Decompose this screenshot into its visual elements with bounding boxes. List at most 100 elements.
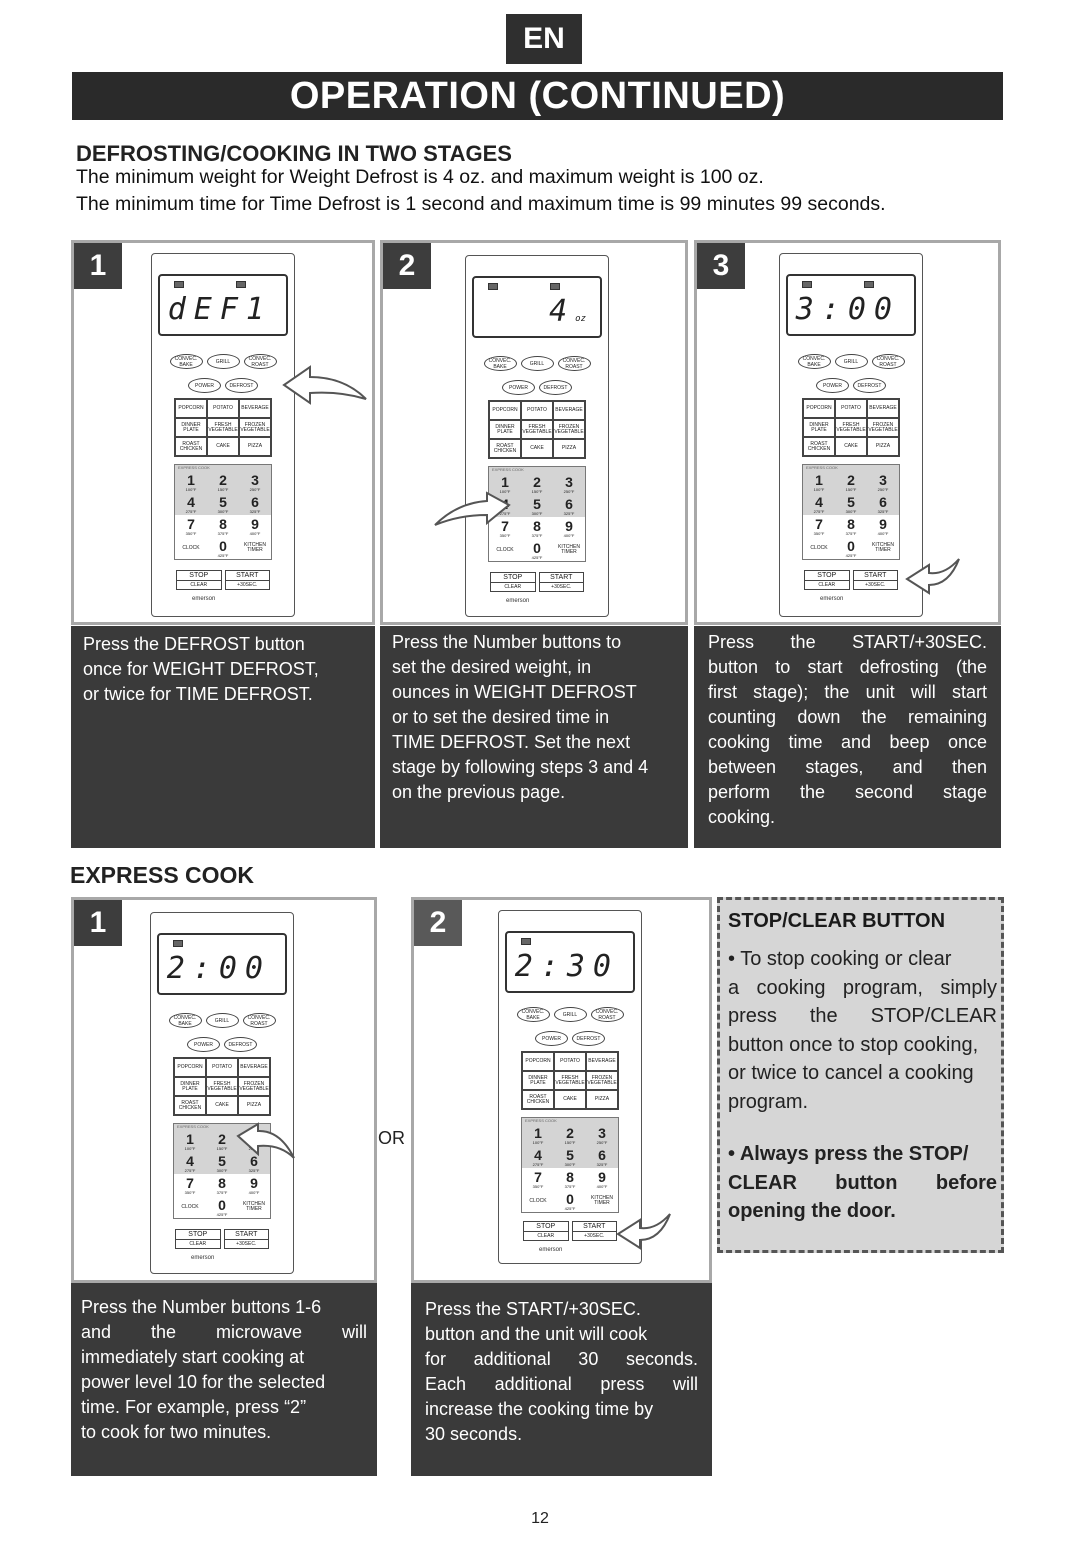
roast-chicken-button[interactable]: ROAST CHICKEN bbox=[489, 439, 521, 458]
roast-chicken-button[interactable]: ROAST CHICKEN bbox=[803, 437, 835, 456]
popcorn-button[interactable]: POPCORN bbox=[803, 399, 835, 418]
beverage-button[interactable]: BEVERAGE bbox=[553, 401, 585, 420]
beverage-button[interactable]: BEVERAGE bbox=[586, 1052, 618, 1071]
cake-button[interactable]: CAKE bbox=[207, 437, 239, 456]
popcorn-button[interactable]: POPCORN bbox=[489, 401, 521, 420]
convec-roast-button[interactable]: CONVEC. ROAST bbox=[590, 1007, 624, 1022]
potato-button[interactable]: POTATO bbox=[207, 399, 239, 418]
potato-button[interactable]: POTATO bbox=[554, 1052, 586, 1071]
pizza-button[interactable]: PIZZA bbox=[238, 1096, 270, 1115]
potato-button[interactable]: POTATO bbox=[835, 399, 867, 418]
beverage-button[interactable]: BEVERAGE bbox=[239, 399, 271, 418]
fresh-vegetable-button[interactable]: FRESH VEGETABLE bbox=[207, 418, 239, 437]
start-button[interactable]: START+30SEC. bbox=[224, 570, 270, 590]
clock-button[interactable]: CLOCK bbox=[175, 537, 207, 559]
pizza-button[interactable]: PIZZA bbox=[867, 437, 899, 456]
convec-bake-button[interactable]: CONVEC. BAKE bbox=[483, 356, 517, 371]
grill-button[interactable]: GRILL bbox=[205, 1013, 239, 1028]
potato-button[interactable]: POTATO bbox=[206, 1058, 238, 1077]
cake-button[interactable]: CAKE bbox=[206, 1096, 238, 1115]
dinner-plate-button[interactable]: DINNER PLATE bbox=[175, 418, 207, 437]
power-button[interactable]: POWER bbox=[816, 378, 849, 393]
frozen-vegetable-button[interactable]: FROZEN VEGETABLE bbox=[238, 1077, 270, 1096]
frozen-vegetable-button[interactable]: FROZEN VEGETABLE bbox=[239, 418, 271, 437]
convec-roast-button[interactable]: CONVEC. ROAST bbox=[871, 354, 905, 369]
cake-button[interactable]: CAKE bbox=[835, 437, 867, 456]
clock-button[interactable]: CLOCK bbox=[803, 537, 835, 559]
roast-chicken-button[interactable]: ROAST CHICKEN bbox=[175, 437, 207, 456]
grill-button[interactable]: GRILL bbox=[206, 354, 240, 369]
defrost-button[interactable]: DEFROST bbox=[572, 1031, 605, 1046]
start-button[interactable]: START+30SEC. bbox=[852, 570, 898, 590]
convec-roast-button[interactable]: CONVEC. ROAST bbox=[557, 356, 591, 371]
dinner-plate-button[interactable]: DINNER PLATE bbox=[803, 418, 835, 437]
dinner-plate-button[interactable]: DINNER PLATE bbox=[174, 1077, 206, 1096]
popcorn-button[interactable]: POPCORN bbox=[174, 1058, 206, 1077]
convec-bake-button[interactable]: CONVEC. BAKE bbox=[169, 354, 203, 369]
start-button[interactable]: START+30SEC. bbox=[538, 572, 584, 592]
potato-button[interactable]: POTATO bbox=[521, 401, 553, 420]
convec-bake-button[interactable]: CONVEC. BAKE bbox=[516, 1007, 550, 1022]
kitchen-timer-button[interactable]: KITCHEN TIMER bbox=[239, 537, 271, 559]
kitchen-timer-button[interactable]: KITCHEN TIMER bbox=[238, 1196, 270, 1218]
convec-bake-button[interactable]: CONVEC. BAKE bbox=[168, 1013, 202, 1028]
roast-chicken-button[interactable]: ROAST CHICKEN bbox=[522, 1090, 554, 1109]
defrost-button[interactable]: DEFROST bbox=[539, 380, 572, 395]
grill-button[interactable]: GRILL bbox=[553, 1007, 587, 1022]
grill-button[interactable]: GRILL bbox=[834, 354, 868, 369]
power-button[interactable]: POWER bbox=[187, 1037, 220, 1052]
popcorn-button[interactable]: POPCORN bbox=[175, 399, 207, 418]
fresh-vegetable-button[interactable]: FRESH VEGETABLE bbox=[835, 418, 867, 437]
fresh-vegetable-button[interactable]: FRESH VEGETABLE bbox=[521, 420, 553, 439]
defrost-button[interactable]: DEFROST bbox=[225, 378, 258, 393]
grill-button[interactable]: GRILL bbox=[520, 356, 554, 371]
defrost-button[interactable]: DEFROST bbox=[853, 378, 886, 393]
start-button[interactable]: START+30SEC. bbox=[223, 1229, 269, 1249]
frozen-vegetable-button[interactable]: FROZEN VEGETABLE bbox=[586, 1071, 618, 1090]
frozen-vegetable-button[interactable]: FROZEN VEGETABLE bbox=[867, 418, 899, 437]
power-button[interactable]: POWER bbox=[502, 380, 535, 395]
start-button[interactable]: START+30SEC. bbox=[571, 1221, 617, 1241]
clock-button[interactable]: CLOCK bbox=[489, 539, 521, 561]
cake-button[interactable]: CAKE bbox=[554, 1090, 586, 1109]
